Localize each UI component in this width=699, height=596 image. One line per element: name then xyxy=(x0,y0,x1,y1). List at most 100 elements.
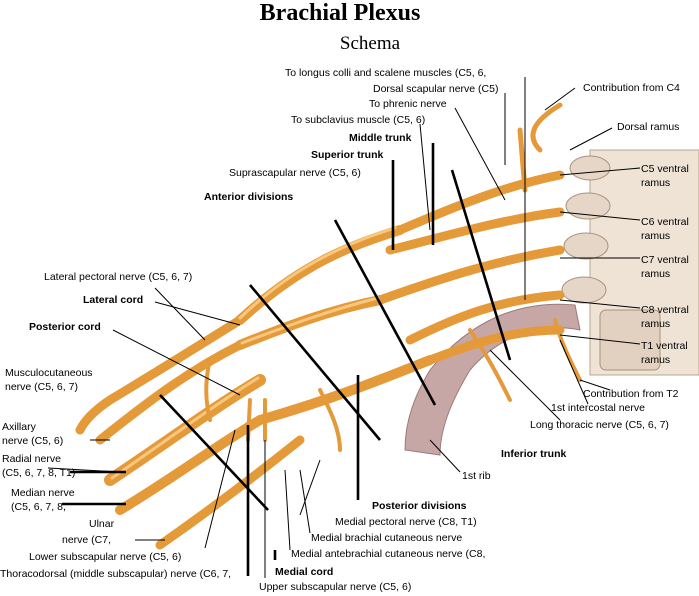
page-subtitle: Schema xyxy=(339,33,401,54)
label-medial-antebrachial: Medial antebrachial cutaneous nerve (C8, xyxy=(291,548,485,560)
label-lateral-pectoral: Lateral pectoral nerve (C5, 6, 7) xyxy=(44,271,192,283)
c8-ventral-ramus xyxy=(405,290,565,345)
long-thoracic-branch xyxy=(468,328,512,402)
axillary-nerve-fiber xyxy=(95,340,245,445)
t1-ventral-ramus xyxy=(425,325,565,365)
label-posterior-divisions: Posterior divisions xyxy=(372,500,467,512)
inferior-trunk-nerve xyxy=(255,355,435,425)
label-contribution-c4: Contribution from C4 xyxy=(583,82,680,94)
leader-inferior-trunk xyxy=(450,169,512,361)
label-radial-line2: (C5, 6, 7, 8, T1) xyxy=(2,467,75,479)
label-c7-line2: ramus xyxy=(641,268,670,280)
label-musculocutaneous-line1: Musculocutaneous xyxy=(5,367,93,379)
bold-leader-lines xyxy=(62,143,512,576)
label-longus-colli: To longus colli and scalene muscles (C5,… xyxy=(285,67,486,79)
leader-long-thoracic xyxy=(489,349,561,421)
vertebra-c7 xyxy=(563,232,609,260)
dorsal-scapular-branch xyxy=(517,127,528,193)
label-c8-line1: C8 ventral xyxy=(641,304,689,316)
leader-subclavius xyxy=(419,123,431,231)
label-axillary-line1: Axillary xyxy=(2,421,37,433)
vertebral-column xyxy=(561,149,699,376)
leader-dorsal-ramus xyxy=(569,127,613,151)
label-axillary-line2: nerve (C5, 6) xyxy=(2,435,63,447)
label-superior-trunk: Superior trunk xyxy=(311,149,384,161)
leader-lateral-cord xyxy=(154,301,241,326)
leader-t2 xyxy=(579,379,611,391)
label-ulnar-line1: Ulnar xyxy=(89,518,115,530)
leader-first-rib xyxy=(429,439,461,473)
label-contribution-t2: Contribution from T2 xyxy=(583,388,679,400)
leader-t1 xyxy=(559,334,641,345)
leader-first-intercostal xyxy=(559,339,589,405)
c4-contribution-branch xyxy=(530,102,563,153)
label-c8-line2: ramus xyxy=(641,318,670,330)
label-c5-line1: C5 ventral xyxy=(641,163,689,175)
leader-c6 xyxy=(559,211,641,221)
label-first-rib: 1st rib xyxy=(462,470,491,482)
label-thoracodorsal: Thoracodorsal (middle subscapular) nerve… xyxy=(0,568,231,580)
page-title: Brachial Plexus xyxy=(259,0,421,26)
label-upper-subscapular: Upper subscapular nerve (C5, 6) xyxy=(259,581,411,593)
nerve-bundle xyxy=(75,102,582,550)
label-c7-line1: C7 ventral xyxy=(641,254,689,266)
label-t1-line1: T1 ventral xyxy=(641,340,688,352)
label-medial-brachial: Medial brachial cutaneous nerve xyxy=(311,532,462,544)
label-median-line1: Median nerve xyxy=(11,487,75,499)
leader-c8 xyxy=(559,299,641,309)
label-lateral-cord: Lateral cord xyxy=(83,294,143,306)
c6-ventral-ramus xyxy=(385,207,565,255)
label-posterior-cord: Posterior cord xyxy=(29,321,101,333)
vertebra-t1 xyxy=(561,276,607,304)
label-medial-cord: Medial cord xyxy=(275,566,333,578)
label-t1-line2: ramus xyxy=(641,354,670,366)
label-median-line2: (C5, 6, 7, 8, xyxy=(11,501,66,513)
leader-posterior-div xyxy=(159,394,269,511)
label-c6-line1: C6 ventral xyxy=(641,216,689,228)
leader-medial-pectoral xyxy=(299,459,321,516)
middle-trunk-highlight xyxy=(240,296,380,345)
label-phrenic: To phrenic nerve xyxy=(369,98,447,110)
leader-lateral-pectoral xyxy=(154,287,206,341)
leader-contribution-c4 xyxy=(544,87,576,111)
leader-anterior-div-1 xyxy=(333,219,437,406)
leader-phrenic xyxy=(454,107,506,201)
labels: To longus colli and scalene muscles (C5,… xyxy=(0,67,689,593)
label-musculocutaneous-line2: nerve (C5, 6, 7) xyxy=(5,381,78,393)
label-long-thoracic: Long thoracic nerve (C5, 6, 7) xyxy=(530,419,669,431)
ulnar-nerve-fiber xyxy=(155,435,305,550)
label-radial-line1: Radial nerve xyxy=(2,453,61,465)
label-ulnar-line2: nerve (C7, xyxy=(62,534,111,546)
label-medial-pectoral: Medial pectoral nerve (C8, T1) xyxy=(335,516,477,528)
label-subclavius: To subclavius muscle (C5, 6) xyxy=(291,114,425,126)
median-nerve-fiber xyxy=(115,415,265,515)
c7-ventral-ramus xyxy=(375,245,565,305)
leader-c5 xyxy=(559,167,641,176)
leader-posterior-cord xyxy=(112,329,241,396)
vertebra-c6 xyxy=(565,192,611,220)
label-dorsal-ramus: Dorsal ramus xyxy=(617,121,679,133)
c5-ventral-ramus xyxy=(395,170,565,235)
label-inferior-trunk: Inferior trunk xyxy=(501,448,566,460)
medial-pectoral-branch xyxy=(318,388,342,452)
leader-medial-brachial xyxy=(299,469,311,534)
lateral-pectoral-branch xyxy=(204,358,212,422)
vertebra-c5 xyxy=(569,155,611,181)
leader-lines xyxy=(47,77,641,578)
label-anterior-divisions: Anterior divisions xyxy=(204,191,293,203)
musculocutaneous-nerve-fiber xyxy=(75,315,245,435)
leader-medial-antebrachial xyxy=(284,469,291,551)
label-first-intercostal: 1st intercostal nerve xyxy=(551,402,645,414)
label-lower-subscapular: Lower subscapular nerve (C5, 6) xyxy=(29,551,181,563)
label-middle-trunk: Middle trunk xyxy=(349,132,412,144)
label-suprascapular: Suprascapular nerve (C5, 6) xyxy=(229,167,361,179)
leader-lower-subscapular xyxy=(204,429,236,549)
label-c6-line2: ramus xyxy=(641,230,670,242)
superior-trunk-nerve xyxy=(235,225,405,325)
label-dorsal-scapular: Dorsal scapular nerve (C5) xyxy=(373,83,498,95)
label-c5-line2: ramus xyxy=(641,177,670,189)
t2-contribution-branch xyxy=(553,318,582,382)
superior-trunk-highlight xyxy=(238,226,397,320)
